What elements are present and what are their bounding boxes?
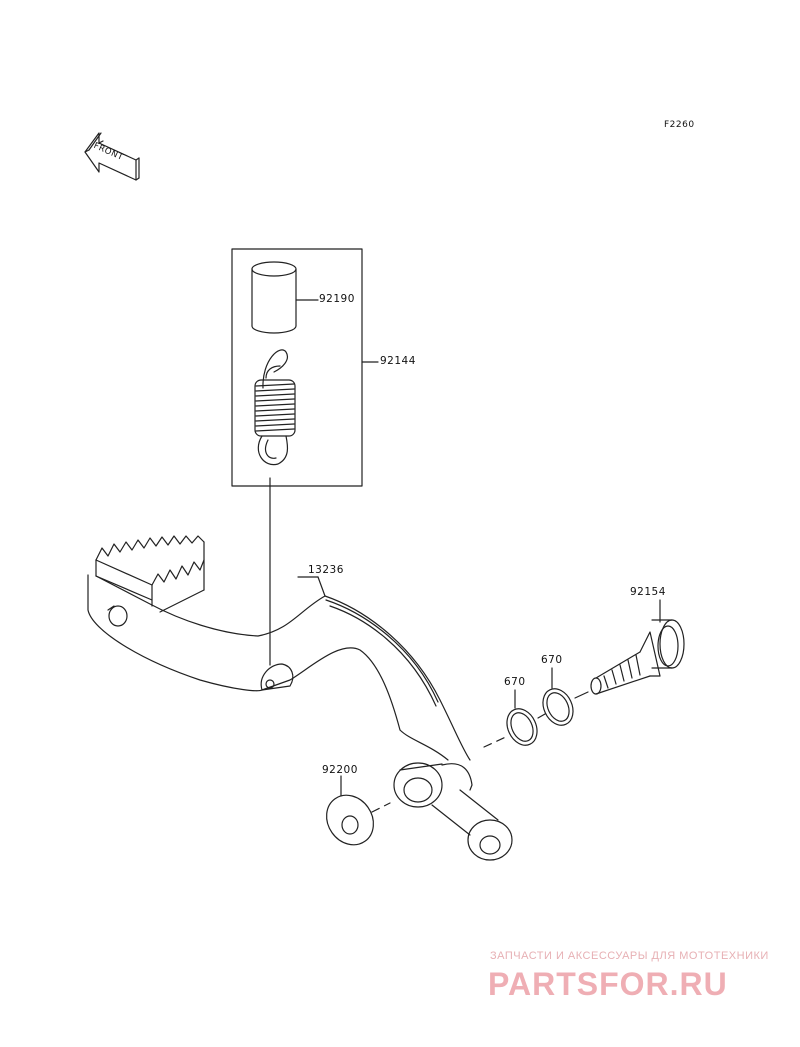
- watermark-logo: PARTSFOR.RU: [488, 966, 728, 1002]
- part-label-92154: 92154: [630, 586, 666, 598]
- o-ring-inner-part: [506, 708, 538, 746]
- spring-assembly-box: [231, 248, 363, 487]
- part-label-92190: 92190: [319, 293, 355, 305]
- part-label-92144: 92144: [380, 355, 416, 367]
- o-ring-outer-part: [542, 688, 574, 726]
- pivot-bolt-part: [590, 599, 685, 695]
- brake-pedal-part: [87, 535, 513, 861]
- part-label-670-inner: 670: [504, 676, 526, 688]
- sheet-code: F2260: [664, 120, 695, 130]
- part-label-670-outer: 670: [541, 654, 563, 666]
- bushing-part: [251, 261, 319, 334]
- part-label-92200: 92200: [322, 764, 358, 776]
- spring-part: [254, 349, 296, 466]
- part-label-13236: 13236: [308, 564, 344, 576]
- washer-part: [326, 775, 391, 846]
- front-arrow-icon: [84, 132, 140, 181]
- watermark-tagline: ЗАПЧАСТИ И АКСЕССУАРЫ ДЛЯ МОТОТЕХНИКИ: [490, 950, 769, 962]
